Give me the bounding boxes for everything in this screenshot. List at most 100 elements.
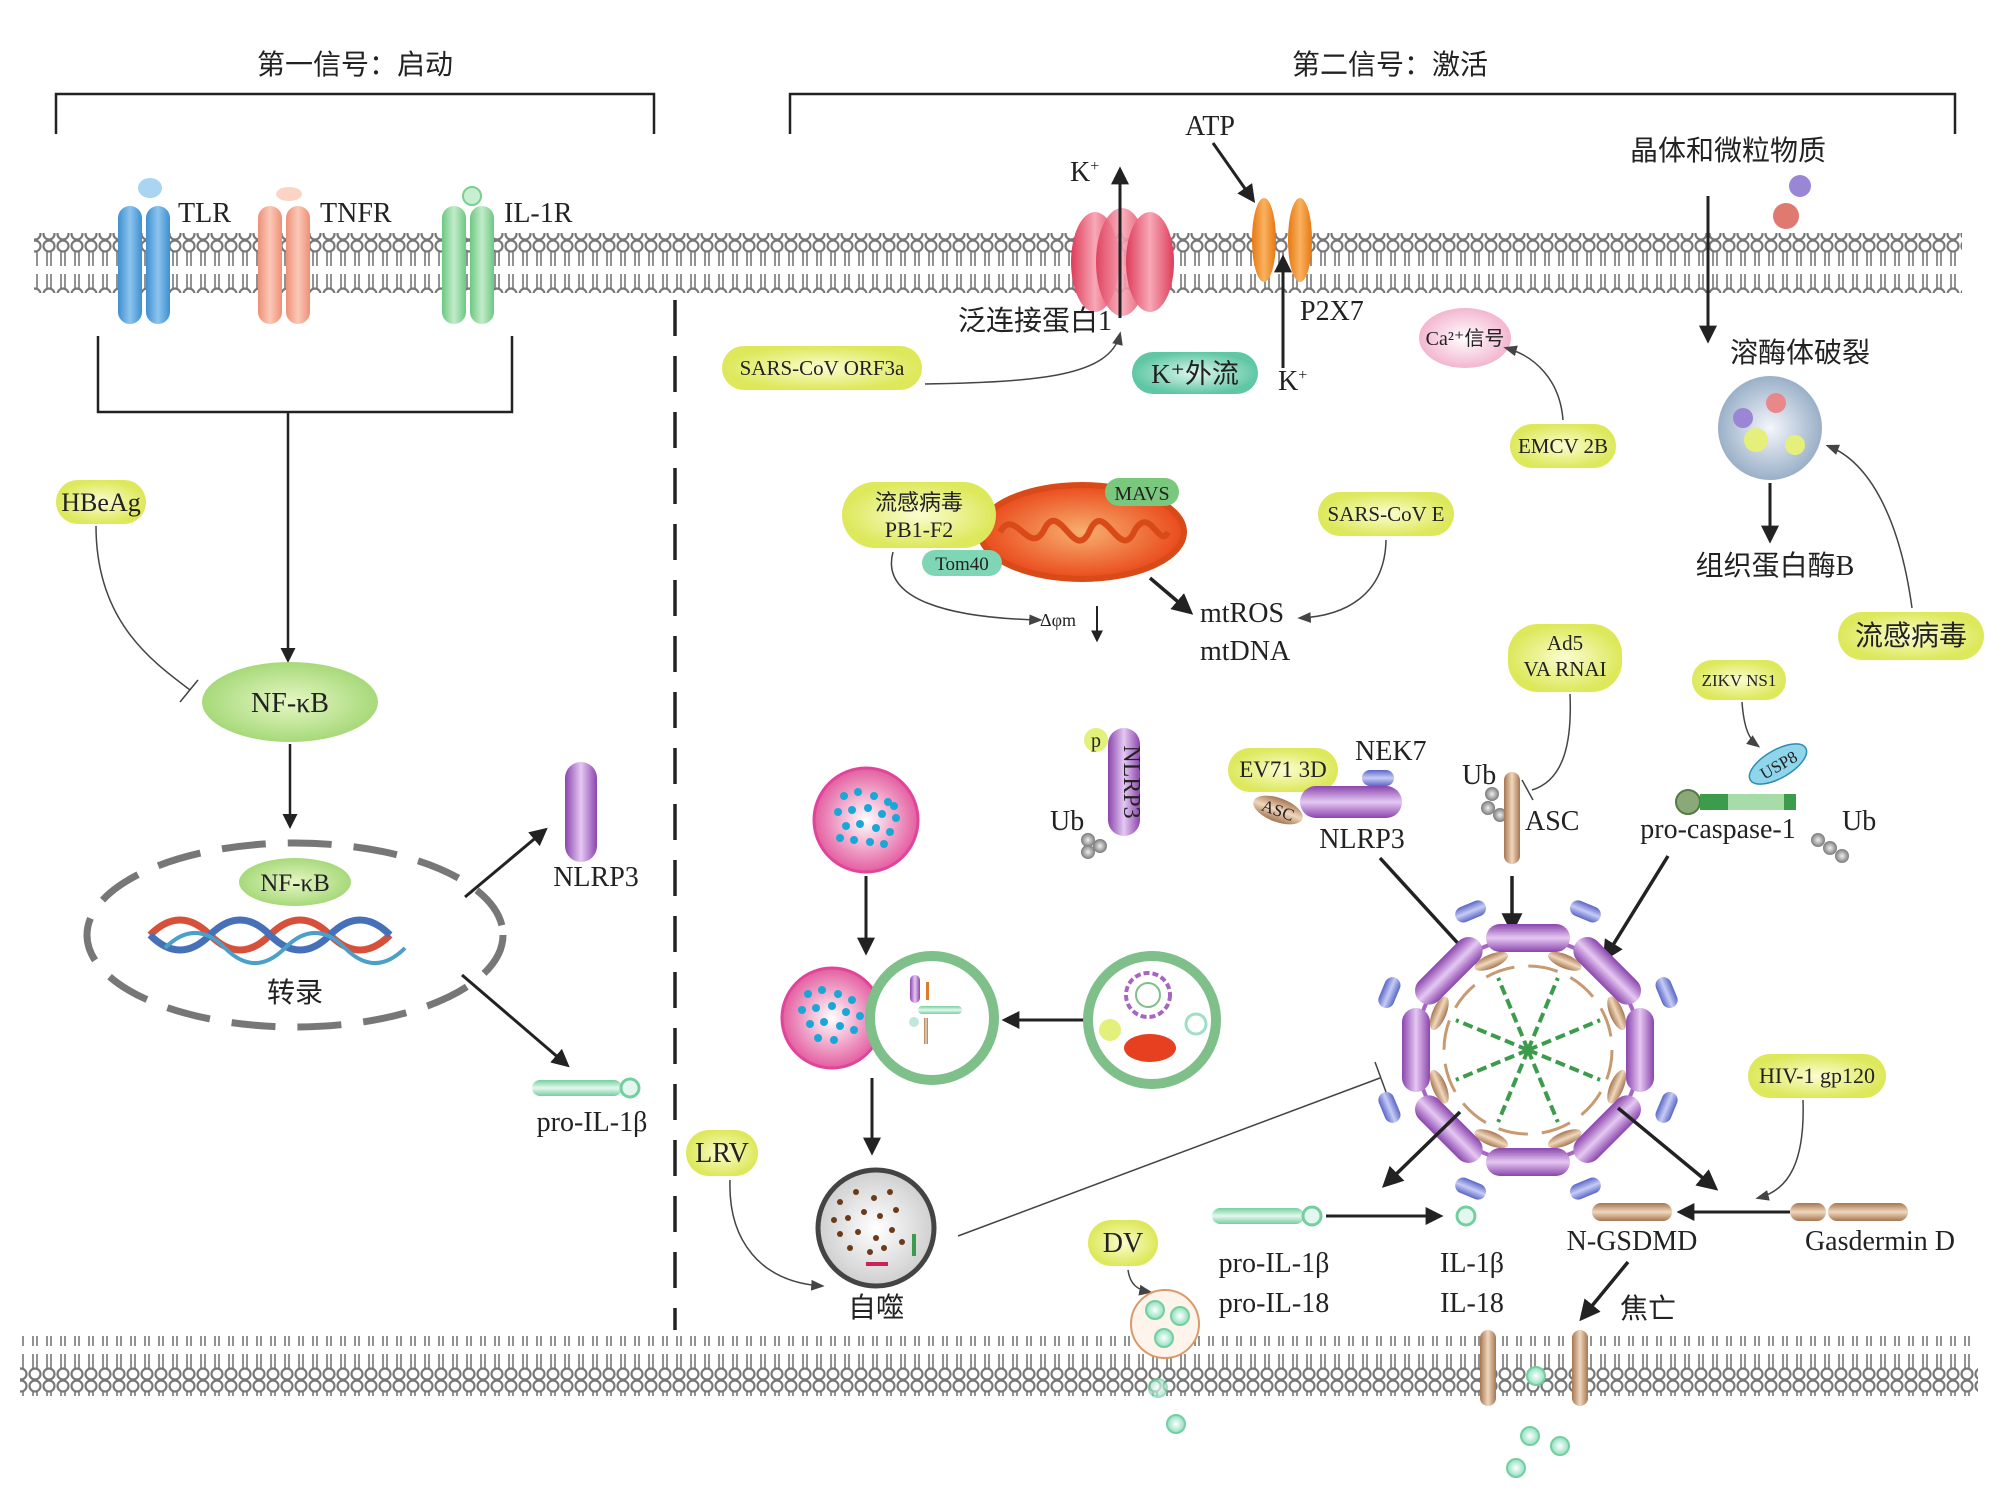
sars-orf3a-badge — [722, 346, 922, 390]
nfkb-nucleus-blob — [239, 858, 351, 906]
ub-chain-3 — [1811, 833, 1849, 863]
emcv-arrow — [1503, 345, 1564, 421]
influenza-pb1-badge — [842, 482, 996, 548]
p2x7-label: P2X7 — [1300, 296, 1364, 327]
asc-small-protein — [1253, 795, 1303, 825]
ad5-inhibition-line — [1531, 693, 1572, 791]
ub-chain-2 — [1481, 787, 1507, 822]
tlr-label: TLR — [178, 198, 231, 229]
dv-badge — [1088, 1220, 1158, 1266]
tom40-label: Tom40 — [935, 554, 989, 575]
ad5-inhibition-bar — [1521, 779, 1534, 801]
mavs-label: MAVS — [1114, 483, 1169, 505]
nlrp3-phospho — [1084, 728, 1140, 836]
ub-label-2: Ub — [1462, 760, 1496, 791]
k-plus-top-label: K+ — [1070, 157, 1099, 188]
caspase-to-inflammasome-arrow — [1602, 855, 1670, 962]
tlr-receptor — [118, 178, 170, 324]
pro-il1b-product-label: pro-IL-1β — [537, 1107, 648, 1138]
emcv-2b-badge — [1510, 424, 1616, 468]
il1r-receptor — [442, 186, 494, 324]
ca-signal-label: Ca²⁺信号 — [1426, 327, 1505, 350]
ev71-label: EV71 3D — [1239, 757, 1327, 782]
autolysosome — [815, 1167, 937, 1289]
hbeag-label: HBeAg — [61, 488, 140, 517]
p2x7-channel — [1252, 198, 1312, 282]
k-plus-bottom-label: K+ — [1278, 366, 1307, 397]
ad5-badge — [1508, 624, 1622, 692]
nlrp3-vertical-label: NLRP3 — [1118, 745, 1144, 818]
zikv-arrow — [1741, 701, 1761, 748]
autophagosome-middle — [865, 951, 999, 1085]
ad5-line2: VA RNAI — [1523, 657, 1606, 681]
asc-protein — [1504, 772, 1520, 864]
ngsdmd-to-pore-arrow — [1579, 1260, 1630, 1322]
pb1-arrow — [890, 551, 1043, 626]
autophagy-inhibition-line — [957, 1077, 1381, 1237]
nlrp3-product — [565, 762, 597, 862]
pannexin1-channel — [1071, 208, 1174, 316]
nucleus — [83, 839, 507, 1031]
gsdmd-pore — [1480, 1330, 1588, 1406]
ub-label-1: Ub — [1050, 806, 1084, 837]
sars-e-label: SARS-CoV E — [1328, 502, 1445, 526]
il18-label: IL-18 — [1440, 1288, 1504, 1319]
arrow-to-pro-il1b — [461, 973, 570, 1068]
pro-il18-label: pro-IL-18 — [1219, 1288, 1329, 1319]
emcv-2b-label: EMCV 2B — [1518, 434, 1608, 458]
pro-caspase1-protein — [1675, 789, 1796, 815]
inflammasome-to-il1b-arrow — [1381, 1110, 1462, 1188]
cathepsin-b-label: 组织蛋白酶B — [1696, 550, 1855, 582]
signal1-title: 第一信号：启动 — [257, 49, 453, 81]
signal2-bracket — [788, 92, 1957, 134]
dv-label: DV — [1103, 1228, 1143, 1259]
inflammasome-to-ngsdmd-arrow — [1616, 1106, 1719, 1191]
inflammasome-complex — [1378, 900, 1678, 1200]
k-efflux-label: K⁺外流 — [1151, 359, 1239, 389]
influenza-label: 流感病毒 — [1855, 620, 1967, 652]
lysosome-rupture-label: 溶酶体破裂 — [1730, 337, 1870, 369]
usp8-protein — [1748, 743, 1808, 785]
p-label: p — [1091, 730, 1101, 752]
ev71-badge — [1228, 748, 1338, 792]
nek7-label: NEK7 — [1355, 736, 1427, 767]
ngsdmd-label: N-GSDMD — [1567, 1226, 1698, 1257]
sars-orf3a-arrow — [924, 331, 1123, 385]
tnfr-receptor — [258, 187, 310, 324]
gasdermin-label: Gasdermin D — [1805, 1226, 1955, 1257]
influenza-pb1-line2: PB1-F2 — [885, 517, 953, 542]
influenza-arrow — [1825, 444, 1913, 609]
plasma-membrane-bottom — [20, 1336, 1978, 1396]
zikv-label: ZIKV NS1 — [1702, 671, 1777, 690]
nfkb-blob — [202, 662, 378, 742]
tnfr-label: TNFR — [320, 198, 392, 229]
nek7-protein — [1362, 770, 1394, 786]
autophagosome-right — [1083, 951, 1221, 1089]
pro-il1b-label: pro-IL-1β — [1219, 1248, 1330, 1279]
arrow-to-nlrp3 — [464, 827, 548, 899]
mito-arrow — [1148, 576, 1194, 615]
k-efflux-badge — [1132, 352, 1258, 394]
pyroptosis-label: 焦亡 — [1620, 1293, 1676, 1325]
ngsdmd-protein — [1592, 1203, 1672, 1221]
hbeag-badge — [56, 480, 146, 524]
tom40-badge — [922, 550, 1002, 576]
dna-helix — [147, 916, 407, 965]
dv-arrow — [1127, 1269, 1153, 1296]
lrv-label: LRV — [695, 1138, 749, 1169]
influenza-pb1-line1: 流感病毒 — [875, 490, 963, 515]
hbeag-inhibition-line — [95, 525, 191, 691]
asc-label: ASC — [1525, 806, 1579, 837]
released-cytokines — [1506, 1366, 1570, 1478]
autophagy-label: 自噬 — [848, 1292, 904, 1324]
ad5-line1: Ad5 — [1547, 631, 1583, 655]
hiv-badge — [1748, 1054, 1886, 1098]
mitochondrion — [977, 482, 1187, 582]
hiv-arrow — [1755, 1099, 1804, 1201]
influenza-badge — [1838, 612, 1984, 660]
crystal-label: 晶体和微粒物质 — [1630, 135, 1826, 167]
ub-label-3: Ub — [1842, 806, 1876, 837]
il1r-label: IL-1R — [504, 198, 573, 229]
autophagy-inhibition-bar — [1374, 1061, 1387, 1093]
sars-orf3a-label: SARS-CoV ORF3a — [740, 356, 905, 380]
